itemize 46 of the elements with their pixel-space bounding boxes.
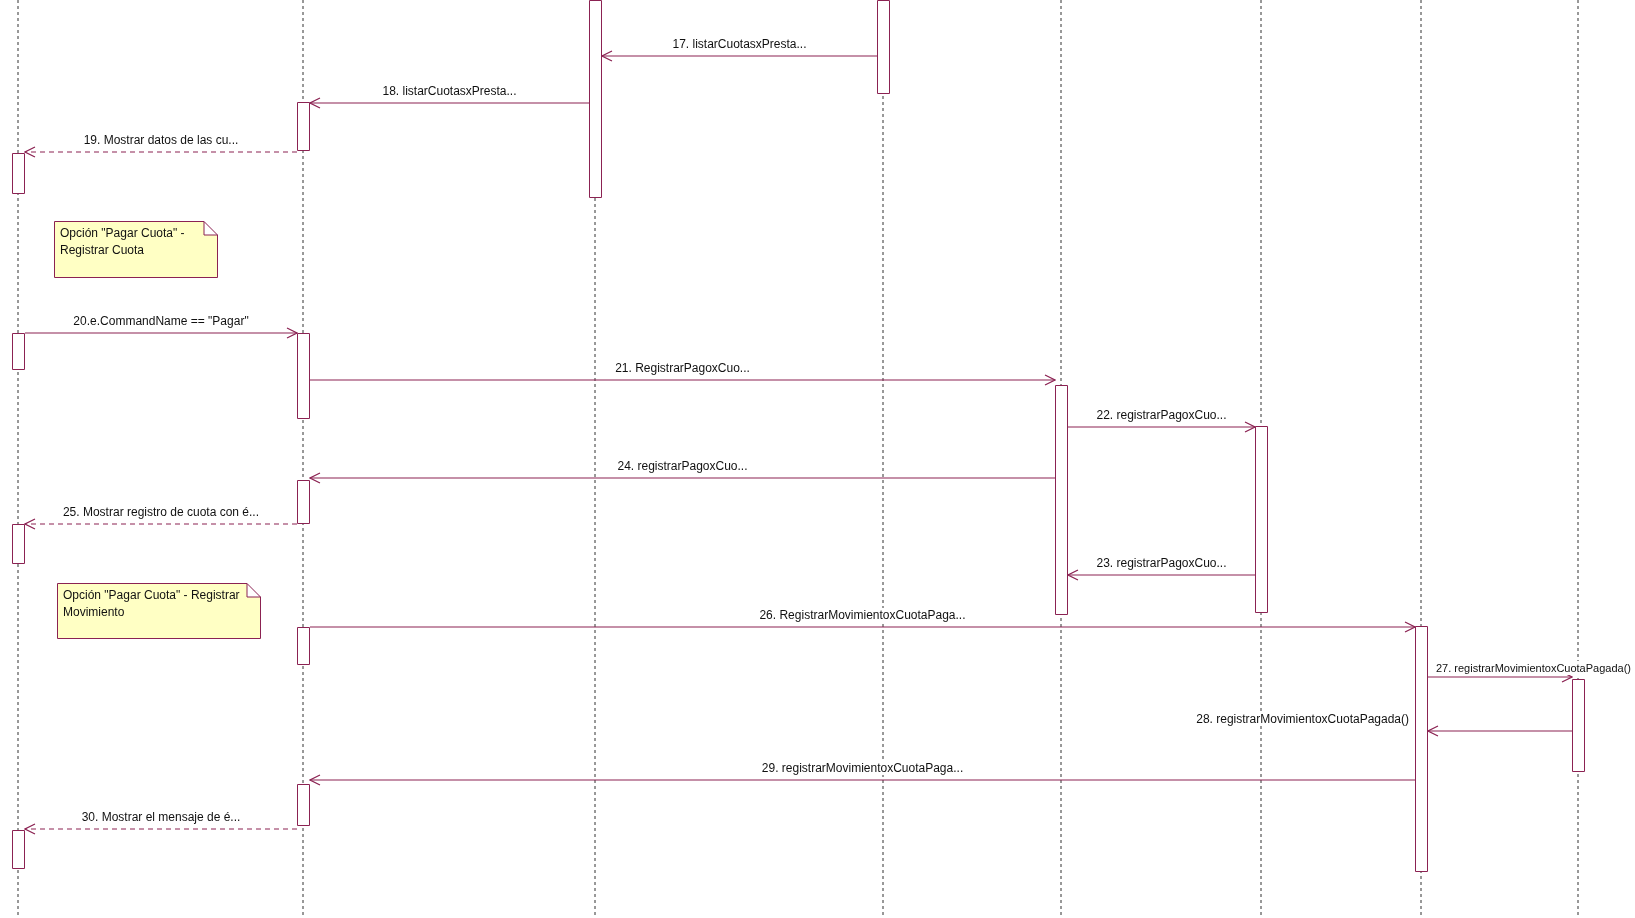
message-label: 25. Mostrar registro de cuota con é... [61,505,261,519]
activation-bar [12,333,25,370]
message-arrow [24,327,298,339]
message-arrow [309,472,1056,484]
message-arrow [309,374,1056,386]
message-label: 19. Mostrar datos de las cu... [82,133,240,147]
message-arrow [24,823,298,835]
message-label: 23. registrarPagoxCuo... [1095,556,1228,570]
activation-bar [297,627,310,665]
note [57,583,261,639]
message-label: 21. RegistrarPagoxCuo... [614,361,751,375]
activation-bar [297,333,310,419]
message-label: 27. registrarMovimientoxCuotaPagada() [1434,661,1632,675]
activation-bar [1572,679,1585,772]
message-arrow [601,50,878,62]
message-arrow [309,621,1416,633]
activation-bar [297,102,310,151]
activation-bar [297,480,310,524]
message-arrow [309,774,1416,786]
message-label: 24. registrarPagoxCuo... [616,459,749,473]
activation-bar [1055,385,1068,615]
message-label: 30. Mostrar el mensaje de é... [80,810,242,824]
message-label: 28. registrarMovimientoxCuotaPagada() [1195,712,1410,726]
activation-bar [12,153,25,194]
activation-bar [1415,626,1428,872]
message-arrow [1067,421,1256,433]
message-label: 18. listarCuotasxPresta... [381,84,518,98]
message-arrow [309,97,590,109]
message-arrow [1427,725,1573,737]
note-text: Opción "Pagar Cuota" - Registrar Movimiento [63,587,241,621]
note [54,221,218,278]
activation-bar [12,830,25,869]
message-arrow [24,146,298,158]
activation-bar [877,0,890,94]
note-text: Opción "Pagar Cuota" - Registrar Cuota [60,225,186,259]
message-label: 22. registrarPagoxCuo... [1095,408,1228,422]
activation-bar [589,0,602,198]
message-label: 26. RegistrarMovimientoxCuotaPaga... [758,608,967,622]
message-arrow [24,518,298,530]
message-label: 20.e.CommandName == "Pagar" [72,314,250,328]
activation-bar [297,784,310,826]
message-arrow [1067,569,1256,581]
message-label: 29. registrarMovimientoxCuotaPaga... [760,761,965,775]
activation-bar [12,524,25,564]
activation-bar [1255,426,1268,613]
message-label: 17. listarCuotasxPresta... [671,37,808,51]
